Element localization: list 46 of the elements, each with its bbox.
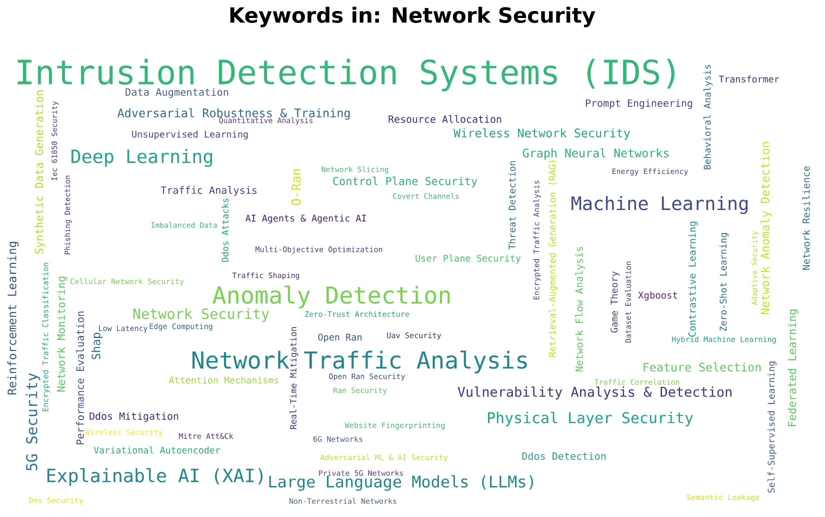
keyword: Resource Allocation [388, 115, 502, 123]
keyword: Reinforcement Learning [7, 242, 19, 394]
keyword: Attention Mechanisms [169, 376, 278, 384]
keyword: Federated Learning [788, 310, 798, 426]
keyword: Unsupervised Learning [132, 130, 248, 140]
keyword: Wireless Network Security [454, 128, 630, 140]
keyword: Anomaly Detection [212, 286, 450, 308]
keyword: Contrastive Learning [688, 222, 698, 337]
keyword: Large Language Models (LLMs) [269, 475, 534, 491]
keyword: Behavioral Analysis [704, 64, 712, 170]
keyword: Network Resilience [802, 166, 810, 270]
keyword: 5G Security [26, 373, 40, 470]
keyword: Prompt Engineering [586, 99, 692, 109]
keyword: Synthetic Data Generation [34, 90, 46, 254]
keyword: Ddos Detection [522, 452, 606, 460]
keyword: Traffic Analysis [160, 186, 256, 196]
keyword: Deep Learning [72, 149, 212, 167]
keyword: Open Ran [318, 334, 362, 342]
keyword: Performance Evaluation [76, 312, 84, 444]
keyword: Ddos Attacks [222, 198, 228, 262]
keyword: Ddos Mitigation [90, 412, 178, 422]
keyword: Network Flow Analysis [575, 247, 585, 372]
keyword: Real-Time Mitigation [290, 327, 298, 429]
keyword: Network Security [133, 308, 270, 322]
keyword: User Plane Security [416, 254, 521, 264]
keyword: Network Anomaly Detection [760, 142, 772, 314]
keyword: Feature Selection [644, 362, 761, 372]
keyword: Zero-Shot Learning [720, 233, 728, 331]
keyword: AI Agents & Agentic AI [245, 214, 366, 224]
title: Keywords in: Network Security [230, 6, 596, 28]
keyword: Explainable AI (XAI) [47, 468, 263, 486]
keyword: Transformer [718, 75, 779, 83]
keyword: Self-Supervised Learning [768, 362, 776, 493]
keyword: Game Theory [610, 271, 620, 333]
keyword: Threat Detection [508, 161, 516, 250]
keyword: Control Plane Security [333, 176, 478, 188]
keyword: Vulnerability Analysis & Detection [458, 386, 732, 400]
keyword: Graph Neural Networks [522, 148, 669, 160]
keyword: Machine Learning [572, 196, 748, 214]
keyword: Xgboost [638, 291, 677, 301]
keyword: Network Monitoring [56, 276, 68, 392]
keyword: Shap [91, 332, 103, 360]
keyword: Variational Autoencoder [94, 446, 220, 454]
keyword: O-Ran [291, 169, 301, 206]
keyword: Physical Layer Security [488, 412, 693, 426]
keyword: Retrieval-Augmented Generation (RAG) [548, 160, 558, 357]
